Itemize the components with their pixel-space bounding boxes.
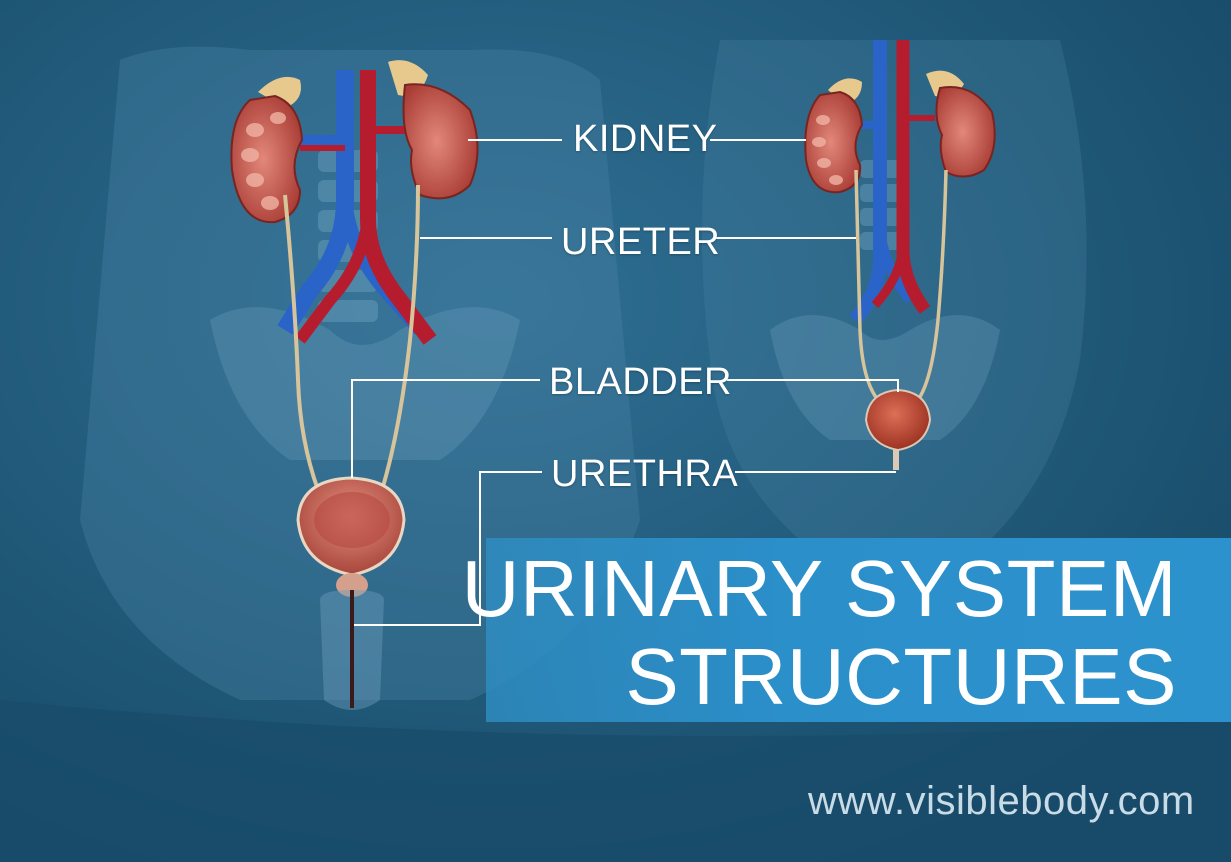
ureter-right xyxy=(380,184,420,491)
iliac-artery xyxy=(295,219,374,344)
urethra-leader-left xyxy=(354,471,542,626)
ureter-left xyxy=(283,194,320,491)
title-line-1: URINARY SYSTEM xyxy=(461,544,1177,633)
male-body-silhouette xyxy=(80,46,640,700)
ureter-right xyxy=(916,169,948,402)
label-urethra: URETHRA xyxy=(551,453,739,495)
female-body-silhouette xyxy=(702,40,1087,540)
bladder-female xyxy=(864,388,932,452)
adrenal-gland xyxy=(828,78,862,104)
prostate xyxy=(336,573,368,597)
background-shade xyxy=(0,700,1231,862)
label-ureter: URETER xyxy=(561,221,721,263)
male-urinary-system xyxy=(230,60,479,710)
website-url[interactable]: www.visiblebody.com xyxy=(808,779,1195,823)
title-banner xyxy=(486,538,1231,722)
title-line-2: STRUCTURES xyxy=(625,632,1177,721)
kidney-right xyxy=(402,83,479,200)
leader-lines xyxy=(351,139,899,626)
bladder-leader-right xyxy=(727,379,899,392)
bladder-leader-left xyxy=(351,379,540,478)
kidney-right xyxy=(935,86,996,178)
label-bladder: BLADDER xyxy=(549,361,732,403)
adrenal-gland xyxy=(258,76,301,108)
label-kidney: KIDNEY xyxy=(573,118,718,160)
pelvis-silhouette xyxy=(210,307,1000,460)
